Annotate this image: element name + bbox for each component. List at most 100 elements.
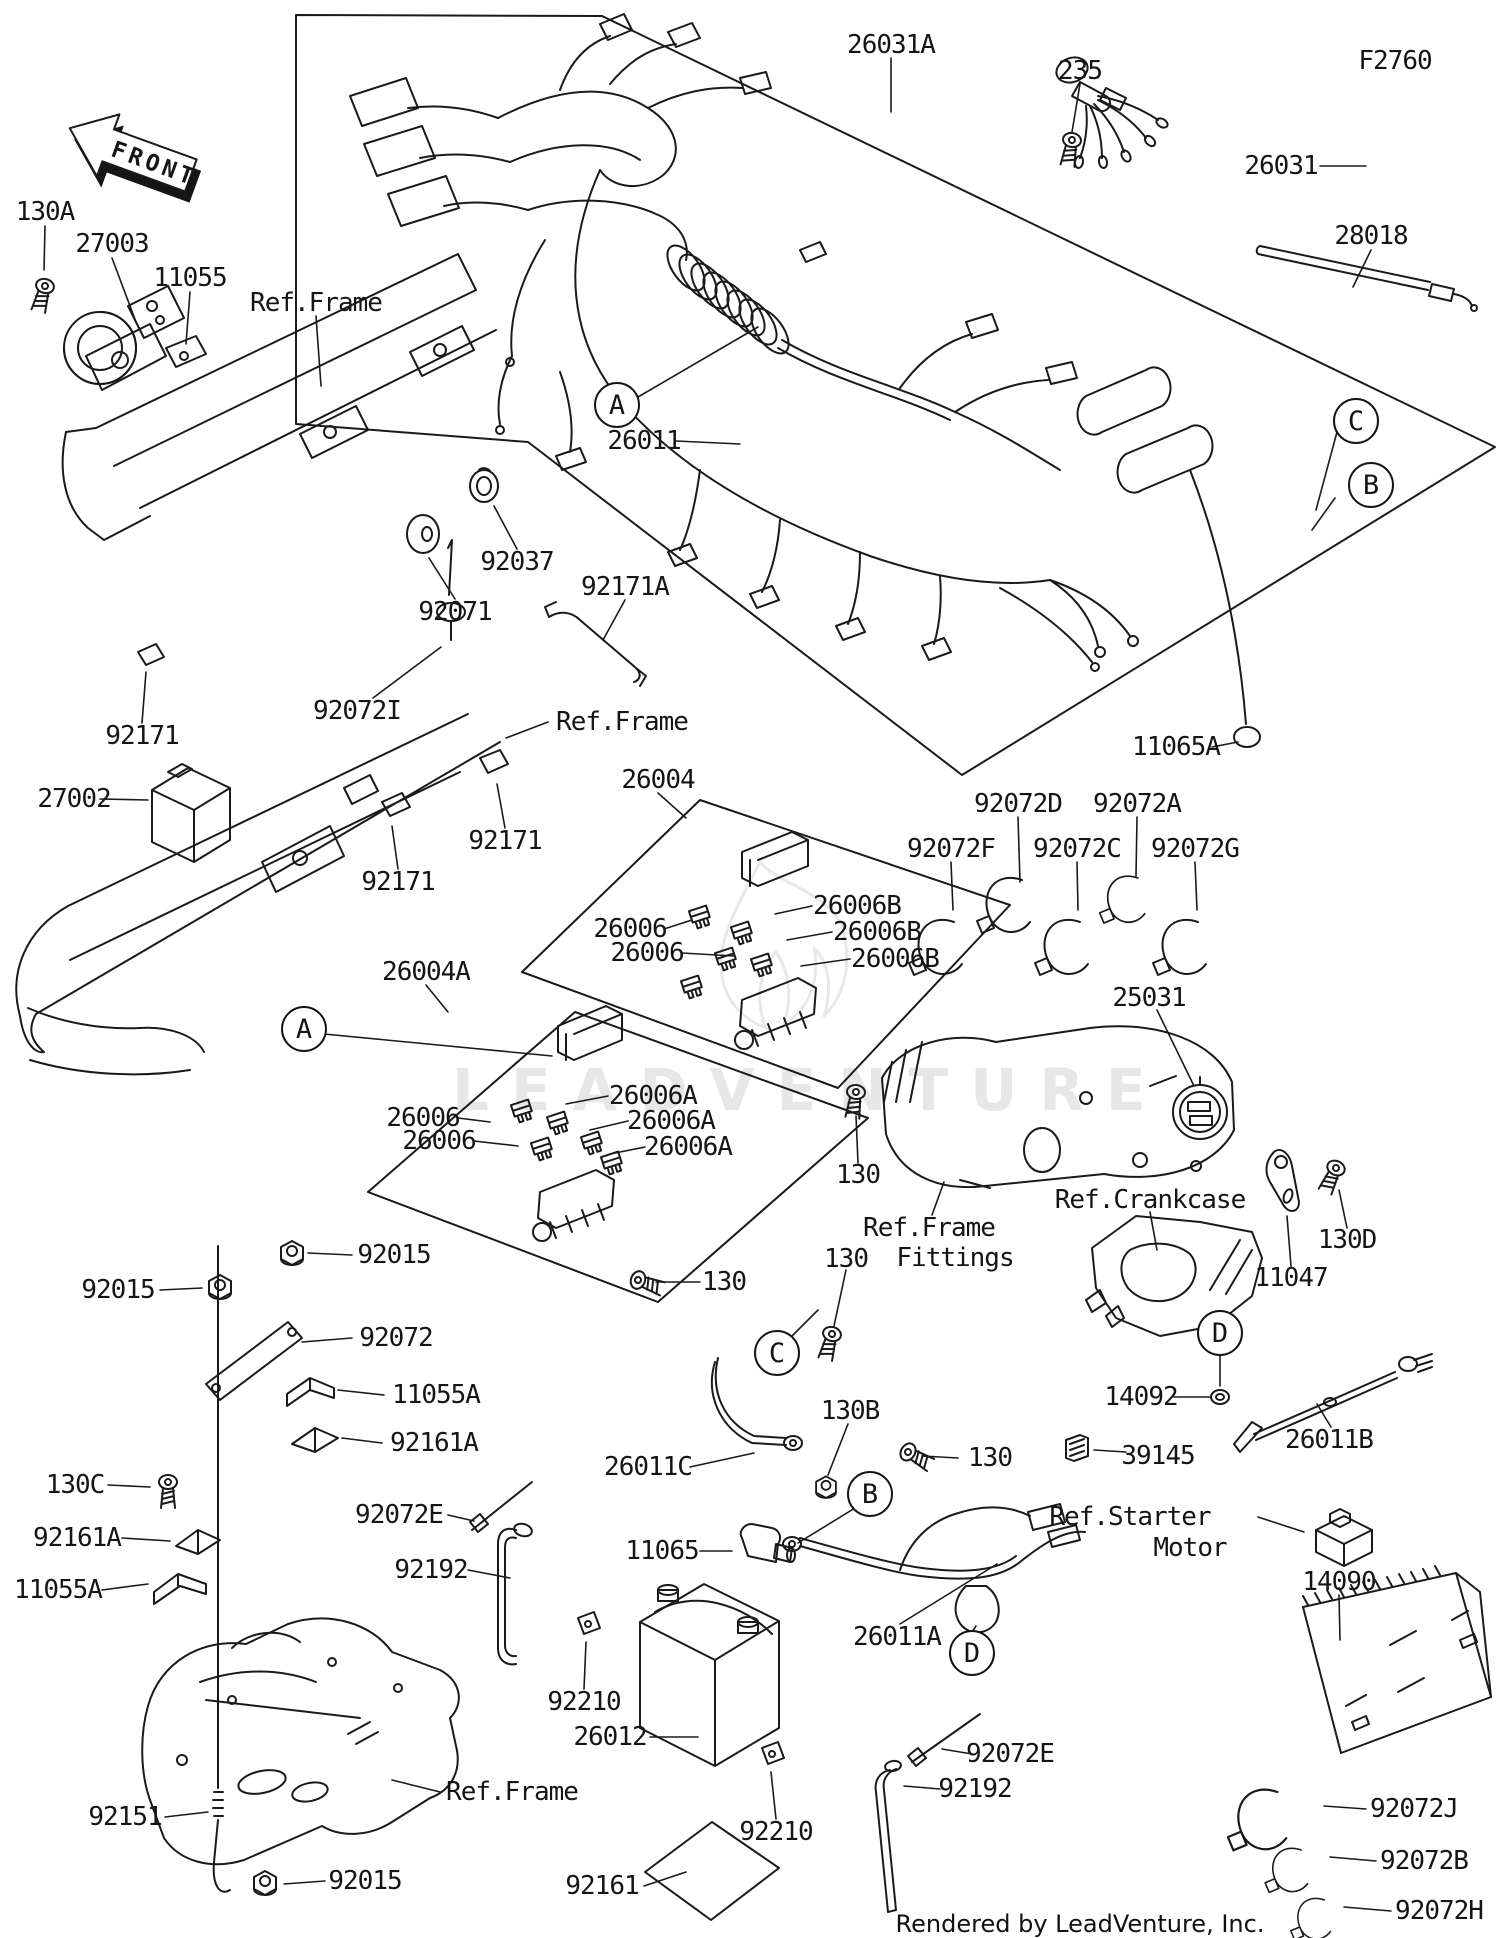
part-label-26006a: 26006A — [644, 1132, 733, 1162]
part-label-130: 130 — [836, 1160, 881, 1190]
cable-26011b-icon — [1233, 1353, 1433, 1453]
bottom-frame-drawing — [141, 1617, 460, 1866]
part-label-92072i: 92072I — [313, 696, 402, 726]
part-label-92161: 92161 — [565, 1871, 639, 1901]
cable-26011a-icon — [782, 1503, 1086, 1634]
part-label-130c: 130C — [45, 1470, 106, 1500]
part-label-26006: 26006 — [593, 914, 667, 944]
part-label-92210: 92210 — [739, 1817, 813, 1847]
fuse-box-26004a-drawing — [367, 1005, 869, 1303]
left-column-parts-drawing — [153, 1240, 339, 1896]
grommet-92071-icon — [406, 514, 440, 554]
render-credit: Rendered by LeadVenture, Inc. — [895, 1910, 1265, 1938]
fuse-block-26004a-icon — [532, 1169, 615, 1242]
part-label-26011a: 26011A — [853, 1622, 942, 1652]
nut-92015-icon — [253, 1870, 277, 1896]
callout-d: D — [1197, 1310, 1243, 1356]
part-label-26011b: 26011B — [1285, 1425, 1374, 1455]
clamp-92171-icon — [381, 792, 411, 817]
terminal-cap-11065-icon — [739, 1523, 796, 1563]
part-label-26006a: 26006A — [627, 1106, 716, 1136]
horn-27003-drawing — [63, 285, 185, 385]
part-label-26004: 26004 — [621, 765, 695, 795]
part-label-92192: 92192 — [394, 1555, 468, 1585]
callout-b: B — [847, 1471, 893, 1517]
part-label-11065a: 11065A — [1132, 732, 1221, 762]
part-label-92171: 92171 — [361, 867, 435, 897]
part-label-92072h: 92072H — [1395, 1896, 1484, 1926]
tubes-92192-drawing — [497, 1522, 902, 1913]
relay-27002-drawing — [151, 763, 231, 863]
bolt-130c-icon — [158, 1474, 178, 1509]
callout-b: B — [1348, 462, 1394, 508]
fuse-block-26004-icon — [734, 977, 817, 1050]
part-label-motor: Motor — [1153, 1533, 1227, 1563]
fuse-box-26004-drawing — [521, 799, 1011, 1089]
part-label-130: 130 — [702, 1267, 747, 1297]
part-label-ref-starter: Ref.Starter — [1049, 1502, 1211, 1532]
part-label-28018: 28018 — [1334, 221, 1408, 251]
part-label-130a: 130A — [15, 197, 76, 227]
part-label-92071: 92071 — [418, 597, 492, 627]
part-label-11055a: 11055A — [392, 1380, 481, 1410]
part-label-25031: 25031 — [1112, 983, 1186, 1013]
front-arrow-icon: FRONT — [68, 113, 202, 203]
bracket-11055a-icon — [153, 1573, 207, 1605]
bracket-11047-drawing — [1265, 1148, 1349, 1212]
tie-92072h-icon — [1290, 1897, 1332, 1938]
part-label-92192: 92192 — [938, 1774, 1012, 1804]
part-label-92151: 92151 — [88, 1802, 162, 1832]
part-label-26006b: 26006B — [833, 917, 922, 947]
part-label-92037: 92037 — [480, 547, 554, 577]
part-label-92072b: 92072B — [1380, 1846, 1469, 1876]
part-label-27002: 27002 — [37, 784, 111, 814]
part-label-39145: 39145 — [1121, 1441, 1195, 1471]
strap-92072-icon — [205, 1321, 303, 1401]
leader-lines — [43, 57, 1392, 1912]
part-label-11055: 11055 — [153, 263, 227, 293]
battery-terminal-icon — [737, 1616, 759, 1634]
pin-92072i-icon — [447, 539, 453, 596]
meter-25031-drawing — [1172, 1076, 1228, 1140]
part-label-26006: 26006 — [386, 1103, 460, 1133]
part-label-ref-frame: Ref.Frame — [556, 707, 689, 737]
part-label-92072a: 92072A — [1093, 789, 1182, 819]
battery-drawing — [577, 1523, 796, 1921]
part-label-27003: 27003 — [75, 229, 149, 259]
part-label-f2760: F2760 — [1358, 46, 1432, 76]
damper-92161a-icon — [291, 1427, 339, 1453]
bracket-11055a-icon — [286, 1377, 335, 1407]
part-label-92072e: 92072E — [355, 1500, 444, 1530]
harness-boundary-box — [295, 14, 1496, 776]
part-label-92072e: 92072E — [966, 1739, 1055, 1769]
tie-92072c-icon — [1034, 918, 1089, 976]
tie-92072j-icon — [1226, 1788, 1288, 1852]
tie-92072a-icon — [1098, 875, 1146, 924]
part-label-26011: 26011 — [607, 426, 681, 456]
part-label-26031a: 26031A — [847, 30, 936, 60]
part-label-26006: 26006 — [610, 938, 684, 968]
clamp-92171-icon — [479, 749, 509, 774]
part-label-92171: 92171 — [468, 826, 542, 856]
battery-terminal-icon — [657, 1584, 679, 1602]
part-label-92072f: 92072F — [907, 834, 996, 864]
part-label-26006b: 26006B — [813, 891, 902, 921]
cover-14090-drawing — [1302, 1565, 1492, 1754]
part-label-26031: 26031 — [1244, 151, 1318, 181]
tie-92072g-icon — [1152, 918, 1207, 976]
leadventure-watermark: LEADVENTURE — [452, 1056, 1168, 1124]
part-label-92171: 92171 — [105, 721, 179, 751]
bracket-92171a-icon — [544, 601, 647, 687]
part-label-fittings: Fittings — [896, 1243, 1014, 1273]
part-label-130d: 130D — [1317, 1225, 1378, 1255]
part-label-ref-frame: Ref.Frame — [863, 1213, 996, 1243]
screw-235-icon — [1057, 130, 1084, 169]
mat-92161-icon — [644, 1821, 780, 1921]
part-label-ref-crankcase: Ref.Crankcase — [1054, 1185, 1246, 1215]
bolt-130a-icon — [28, 275, 57, 315]
callout-a: A — [594, 382, 640, 428]
part-label-92072g: 92072G — [1151, 834, 1240, 864]
part-label-92161a: 92161A — [33, 1523, 122, 1553]
part-label-26006b: 26006B — [851, 944, 940, 974]
part-label-ref-frame: Ref.Frame — [250, 288, 383, 318]
